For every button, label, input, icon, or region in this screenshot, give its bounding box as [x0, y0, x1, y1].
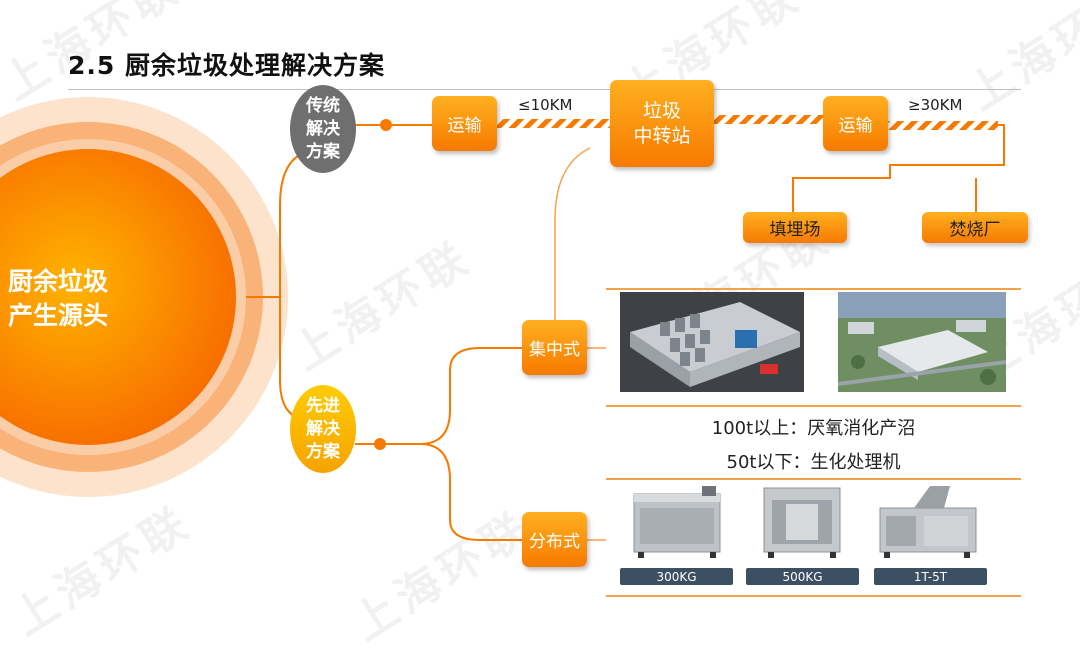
distance-label-1: ≤10KM	[518, 96, 573, 114]
small-processor-icon	[633, 486, 721, 558]
machine-500kg-label: 500KG	[746, 568, 859, 585]
transfer-station-box[interactable]: 垃圾 中转站	[610, 80, 714, 167]
road-10km	[497, 119, 610, 128]
advanced-solution-node[interactable]: 先进 解决 方案	[290, 385, 356, 473]
traditional-connector-dot	[380, 119, 392, 131]
advanced-line3: 方案	[306, 441, 340, 462]
panel-rule-mid	[606, 405, 1021, 407]
machine-300kg: 300KG	[620, 484, 733, 586]
traditional-line1: 传统	[306, 95, 340, 116]
incinerator-box[interactable]: 焚烧厂	[922, 212, 1028, 243]
large-processor-icon	[879, 486, 977, 558]
plant-render-icon	[620, 292, 804, 392]
landfill-box[interactable]: 填埋场	[743, 212, 847, 243]
line-station-to-centralized	[554, 147, 591, 322]
flow-connectors	[0, 97, 1005, 541]
advanced-line1: 先进	[306, 395, 340, 416]
line-to-centralized	[395, 347, 522, 445]
centralized-box[interactable]: 集中式	[522, 320, 587, 375]
advanced-line2: 解决	[306, 418, 340, 439]
title-divider	[68, 89, 1021, 90]
panel-rule-top	[606, 288, 1021, 290]
road-30km	[888, 121, 998, 130]
machine-300kg-label: 300KG	[620, 568, 733, 585]
centralized-plant-render	[620, 292, 804, 392]
source-label-line1: 厨余垃圾	[8, 267, 109, 296]
source-label-line2: 产生源头	[8, 301, 109, 330]
machine-1t-5t: 1T-5T	[874, 484, 987, 586]
road-station	[714, 115, 823, 124]
source-label: 厨余垃圾 产生源头	[8, 265, 148, 333]
traditional-line2: 解决	[306, 118, 340, 139]
traditional-line3: 方案	[306, 141, 340, 162]
page-title: 2.5 厨余垃圾处理解决方案	[68, 51, 385, 80]
traditional-solution-node[interactable]: 传统 解决 方案	[290, 85, 356, 173]
station-line2: 中转站	[633, 124, 691, 147]
advanced-connector-dot	[374, 438, 386, 450]
transport-box-1[interactable]: 运输	[432, 96, 497, 151]
machine-500kg: 500KG	[746, 484, 859, 586]
source-core	[0, 149, 236, 445]
machine-1t-5t-label: 1T-5T	[874, 568, 987, 585]
centralized-facility-photo	[838, 292, 1006, 392]
line-to-destinations	[792, 124, 1005, 215]
medium-processor-icon	[763, 487, 841, 558]
rule-small-scale: 50t以下：生化处理机	[726, 452, 901, 473]
facility-aerial-icon	[838, 292, 1006, 392]
line-to-distributed	[419, 443, 522, 541]
panel-rule-low	[606, 478, 1021, 480]
distance-label-2: ≥30KM	[908, 96, 963, 114]
panel-rule-bottom	[606, 595, 1021, 597]
station-line1: 垃圾	[642, 99, 681, 122]
distributed-box[interactable]: 分布式	[522, 512, 587, 567]
transport-box-2[interactable]: 运输	[823, 96, 888, 151]
rule-large-scale: 100t以上：厌氧消化产沼	[711, 418, 916, 439]
